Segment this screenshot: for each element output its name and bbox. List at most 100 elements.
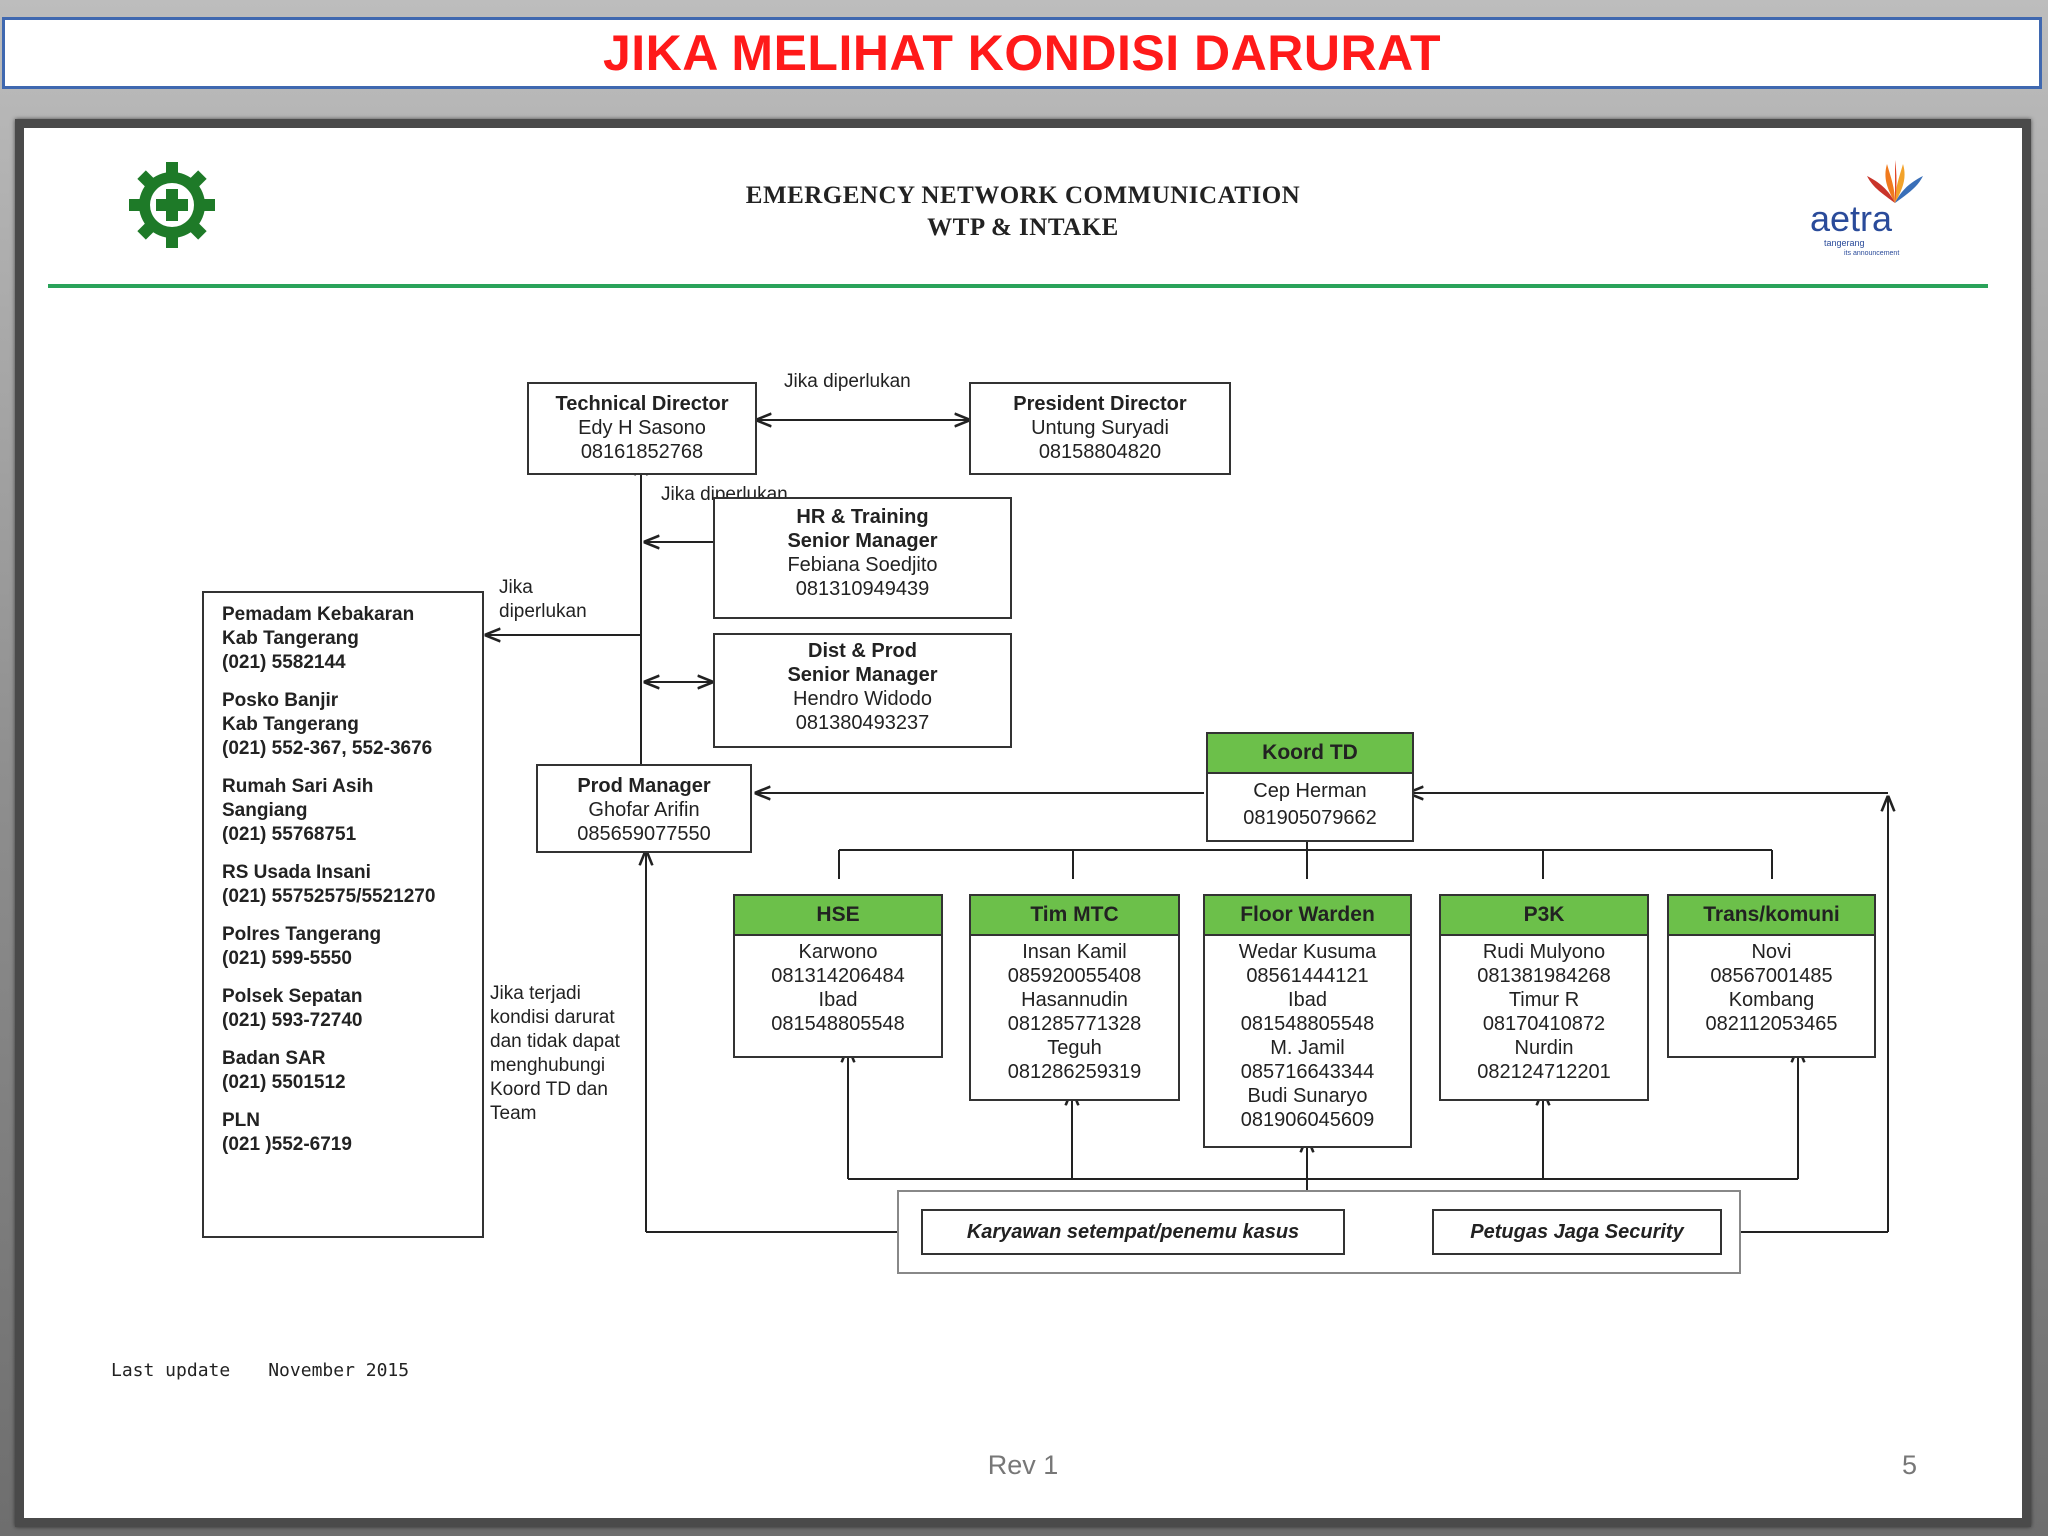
dist-prod-role1: Dist & Prod bbox=[808, 640, 917, 662]
dist-prod-name: Hendro Widodo bbox=[793, 688, 932, 710]
team-member-line: Ibad bbox=[818, 989, 858, 1011]
last-update-value: November 2015 bbox=[268, 1360, 410, 1381]
external-contact-line: RS Usada Insani bbox=[222, 862, 371, 883]
karyawan-box: Karyawan setempat/penemu kasus bbox=[921, 1209, 1345, 1255]
slide-frame: aetra tangerang its announcement EMERGEN… bbox=[15, 119, 2031, 1527]
team-member-line: Rudi Mulyono bbox=[1482, 941, 1606, 963]
koord-td-phone: 081905079662 bbox=[1243, 807, 1377, 829]
page-number: 5 bbox=[1902, 1450, 1918, 1480]
prod-manager-name: Ghofar Arifin bbox=[588, 799, 700, 821]
team-member-line: 08561444121 bbox=[1246, 965, 1369, 987]
team-member-line: Nurdin bbox=[1514, 1037, 1574, 1059]
prod-manager-role: Prod Manager bbox=[577, 775, 711, 797]
note-jika-top: Jika diperlukan bbox=[784, 371, 911, 392]
team-member-line: Kombang bbox=[1728, 989, 1815, 1011]
last-update-label: Last update bbox=[111, 1360, 231, 1381]
slide: aetra tangerang its announcement EMERGEN… bbox=[24, 128, 2022, 1518]
dist-prod-phone: 081380493237 bbox=[795, 712, 930, 734]
team-member-line: 081381984268 bbox=[1477, 965, 1611, 987]
team-member-line: 081285771328 bbox=[1007, 1013, 1142, 1035]
hr-training-role2: Senior Manager bbox=[787, 530, 938, 552]
koord-td-title: Koord TD bbox=[1208, 734, 1412, 774]
aetra-flame-icon bbox=[1867, 160, 1923, 203]
external-contact-line: Kab Tangerang bbox=[222, 628, 359, 649]
doc-title-line1: EMERGENCY NETWORK COMMUNICATION bbox=[745, 182, 1301, 209]
team-member-line: Karwono bbox=[798, 941, 878, 963]
external-contact-line: Pemadam Kebakaran bbox=[222, 604, 415, 625]
darurat-note-line: menghubungi bbox=[490, 1055, 606, 1076]
banner: JIKA MELIHAT KONDISI DARURAT bbox=[2, 17, 2042, 89]
safety-cross-gear-icon bbox=[129, 162, 215, 248]
revision: Rev 1 bbox=[987, 1450, 1059, 1480]
prod-manager-box: Prod Manager Ghofar Arifin 085659077550 bbox=[536, 764, 752, 853]
external-contact-line: (021) 552-367, 552-3676 bbox=[222, 738, 433, 759]
technical-director-phone: 08161852768 bbox=[580, 441, 704, 463]
external-contact-line: (021) 5582144 bbox=[222, 652, 346, 673]
technical-director-box: Technical Director Edy H Sasono 08161852… bbox=[527, 382, 757, 475]
external-contact-line: Rumah Sari Asih bbox=[222, 776, 374, 797]
external-contact: RS Usada Insani (021) 55752575/5521270 bbox=[222, 861, 482, 909]
trans-komuni-title: Trans/komuni bbox=[1669, 896, 1874, 936]
team-member-line: Hasannudin bbox=[1021, 989, 1128, 1011]
koord-td-name: Cep Herman bbox=[1253, 780, 1367, 802]
darurat-note-line: Team bbox=[490, 1103, 537, 1124]
team-member-line: 081286259319 bbox=[1007, 1061, 1142, 1083]
darurat-note-line: Koord TD dan bbox=[490, 1079, 608, 1100]
darurat-note-line: kondisi darurat bbox=[490, 1007, 615, 1028]
president-director-phone: 08158804820 bbox=[1038, 441, 1162, 463]
technical-director-name: Edy H Sasono bbox=[578, 417, 706, 439]
external-contact-line: (021) 593-72740 bbox=[222, 1010, 363, 1031]
darurat-note-line: dan tidak dapat bbox=[490, 1031, 620, 1052]
team-member-line: Budi Sunaryo bbox=[1247, 1085, 1368, 1107]
external-contact-line: (021) 55752575/5521270 bbox=[222, 886, 436, 907]
external-contact: Badan SAR(021) 5501512 bbox=[222, 1047, 482, 1095]
aetra-logo-sub2: its announcement bbox=[1844, 250, 1900, 257]
banner-title: JIKA MELIHAT KONDISI DARURAT bbox=[602, 25, 1442, 81]
prod-manager-phone: 085659077550 bbox=[577, 823, 711, 845]
doc-title-line2: WTP & INTAKE bbox=[927, 214, 1119, 241]
hr-training-name: Febiana Soedjito bbox=[787, 554, 938, 576]
hse-title: HSE bbox=[735, 896, 941, 936]
team-member-line: 082124712201 bbox=[1477, 1061, 1611, 1083]
last-update: Last update November 2015 bbox=[111, 1360, 447, 1381]
team-member-line: M. Jamil bbox=[1270, 1037, 1345, 1059]
koord-td-box: Koord TD Cep Herman 081905079662 bbox=[1206, 732, 1414, 842]
dist-prod-box: Dist & Prod Senior Manager Hendro Widodo… bbox=[713, 633, 1012, 748]
hr-training-phone: 081310949439 bbox=[795, 578, 930, 600]
external-contact-line: (021) 5501512 bbox=[222, 1072, 346, 1093]
external-contact: Polsek Sepatan (021) 593-72740 bbox=[222, 985, 482, 1033]
team-member-line: Teguh bbox=[1047, 1037, 1102, 1059]
darurat-note-line: Jika terjadi bbox=[490, 983, 581, 1004]
tim-mtc-title: Tim MTC bbox=[971, 896, 1178, 936]
security-box: Petugas Jaga Security bbox=[1432, 1209, 1722, 1255]
team-member-line: 085920055408 bbox=[1007, 965, 1142, 987]
team-member-line: 081314206484 bbox=[771, 965, 905, 987]
p3k-title: P3K bbox=[1441, 896, 1647, 936]
external-contact-line: Polres Tangerang bbox=[222, 924, 382, 945]
aetra-logo: aetra tangerang its announcement bbox=[1810, 158, 1930, 258]
team-member-line: Ibad bbox=[1288, 989, 1327, 1011]
hr-training-role1: HR & Training bbox=[796, 506, 929, 528]
president-director-role: President Director bbox=[1013, 393, 1187, 415]
external-contact-line: (021) 599-5550 bbox=[222, 948, 352, 969]
team-member-line: 081548805548 bbox=[771, 1013, 905, 1035]
floor-warden-title: Floor Warden bbox=[1205, 896, 1410, 936]
team-member-line: 081906045609 bbox=[1240, 1109, 1375, 1131]
note-jika-left-2: diperlukan bbox=[499, 601, 587, 622]
external-contact-line: Kab Tangerang bbox=[222, 714, 359, 735]
team-member-line: 08567001485 bbox=[1710, 965, 1833, 987]
note-jika-left-1: Jika bbox=[499, 577, 533, 598]
external-contact-line: Posko Banjir bbox=[222, 690, 339, 711]
external-contact-line: Polsek Sepatan bbox=[222, 986, 363, 1007]
aetra-logo-word: aetra bbox=[1810, 198, 1893, 239]
